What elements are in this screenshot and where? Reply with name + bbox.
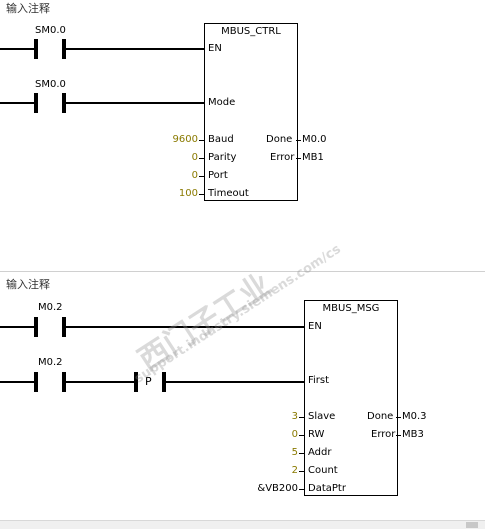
pin-stub — [299, 453, 304, 454]
pin-error: Error — [371, 429, 396, 440]
pin-stub — [199, 140, 204, 141]
rung-wire — [166, 381, 305, 383]
pin-parity: Parity — [208, 152, 237, 163]
dataptr-value[interactable]: &VB200 — [257, 483, 298, 494]
network1-comment[interactable]: 输入注释 — [6, 2, 50, 15]
pin-done: Done — [266, 134, 293, 145]
network2-comment[interactable]: 输入注释 — [6, 278, 50, 291]
pin-stub — [296, 158, 301, 159]
pin-addr: Addr — [308, 447, 332, 458]
pin-stub — [396, 435, 401, 436]
contact-left-bar — [34, 317, 38, 337]
done-output-value[interactable]: M0.3 — [402, 411, 427, 422]
pin-timeout: Timeout — [208, 188, 249, 199]
mbus-ctrl-block[interactable]: MBUS_CTRL — [204, 23, 298, 201]
pin-first: First — [308, 375, 330, 386]
pin-en: EN — [208, 43, 222, 54]
rung-wire — [66, 326, 305, 328]
contact-m02-label[interactable]: M0.2 — [38, 302, 63, 313]
contact-left-bar — [34, 93, 38, 113]
contact-right-bar — [62, 93, 66, 113]
p-contact-right-bar — [162, 372, 166, 392]
pin-done: Done — [367, 411, 394, 422]
pin-stub — [296, 140, 301, 141]
contact-right-bar — [62, 39, 66, 59]
pin-en: EN — [308, 321, 322, 332]
contact-left-bar — [34, 39, 38, 59]
pin-dataptr: DataPtr — [308, 483, 346, 494]
contact-sm00-label-2[interactable]: SM0.0 — [35, 79, 66, 90]
timeout-value[interactable]: 100 — [178, 188, 198, 199]
pin-stub — [396, 417, 401, 418]
addr-value[interactable]: 5 — [291, 447, 298, 458]
p-contact-left-bar — [134, 372, 138, 392]
power-rail-wire — [0, 48, 34, 50]
error-output-value[interactable]: MB3 — [402, 429, 424, 440]
mbus-msg-block[interactable]: MBUS_MSG — [304, 300, 398, 496]
pin-baud: Baud — [208, 134, 234, 145]
pin-stub — [299, 471, 304, 472]
contact-sm00-label[interactable]: SM0.0 — [35, 25, 66, 36]
power-rail-wire — [0, 102, 34, 104]
pin-port: Port — [208, 170, 228, 181]
pin-stub — [199, 158, 204, 159]
slave-value[interactable]: 3 — [291, 411, 298, 422]
pin-stub — [299, 417, 304, 418]
horizontal-scrollbar[interactable] — [0, 520, 485, 529]
positive-transition-contact[interactable]: P — [145, 375, 152, 388]
pin-slave: Slave — [308, 411, 336, 422]
error-output-value[interactable]: MB1 — [302, 152, 324, 163]
done-output-value[interactable]: M0.0 — [302, 134, 327, 145]
rung-wire — [66, 48, 205, 50]
contact-right-bar — [62, 317, 66, 337]
port-value[interactable]: 0 — [191, 170, 198, 181]
pin-stub — [299, 489, 304, 490]
block-title: MBUS_CTRL — [221, 26, 281, 37]
rung-wire — [66, 102, 205, 104]
pin-error: Error — [270, 152, 295, 163]
network-separator — [0, 271, 485, 272]
rung-wire — [66, 381, 134, 383]
contact-right-bar — [62, 372, 66, 392]
power-rail-wire — [0, 326, 34, 328]
pin-stub — [199, 176, 204, 177]
pin-mode: Mode — [208, 97, 236, 108]
contact-m02-label-2[interactable]: M0.2 — [38, 357, 63, 368]
pin-rw: RW — [308, 429, 325, 440]
pin-stub — [199, 194, 204, 195]
pin-count: Count — [308, 465, 338, 476]
power-rail-wire — [0, 381, 34, 383]
count-value[interactable]: 2 — [291, 465, 298, 476]
baud-value[interactable]: 9600 — [172, 134, 198, 145]
rw-value[interactable]: 0 — [291, 429, 298, 440]
parity-value[interactable]: 0 — [191, 152, 198, 163]
contact-left-bar — [34, 372, 38, 392]
scrollbar-thumb[interactable] — [466, 522, 478, 528]
pin-stub — [299, 435, 304, 436]
block-title: MBUS_MSG — [322, 303, 380, 314]
